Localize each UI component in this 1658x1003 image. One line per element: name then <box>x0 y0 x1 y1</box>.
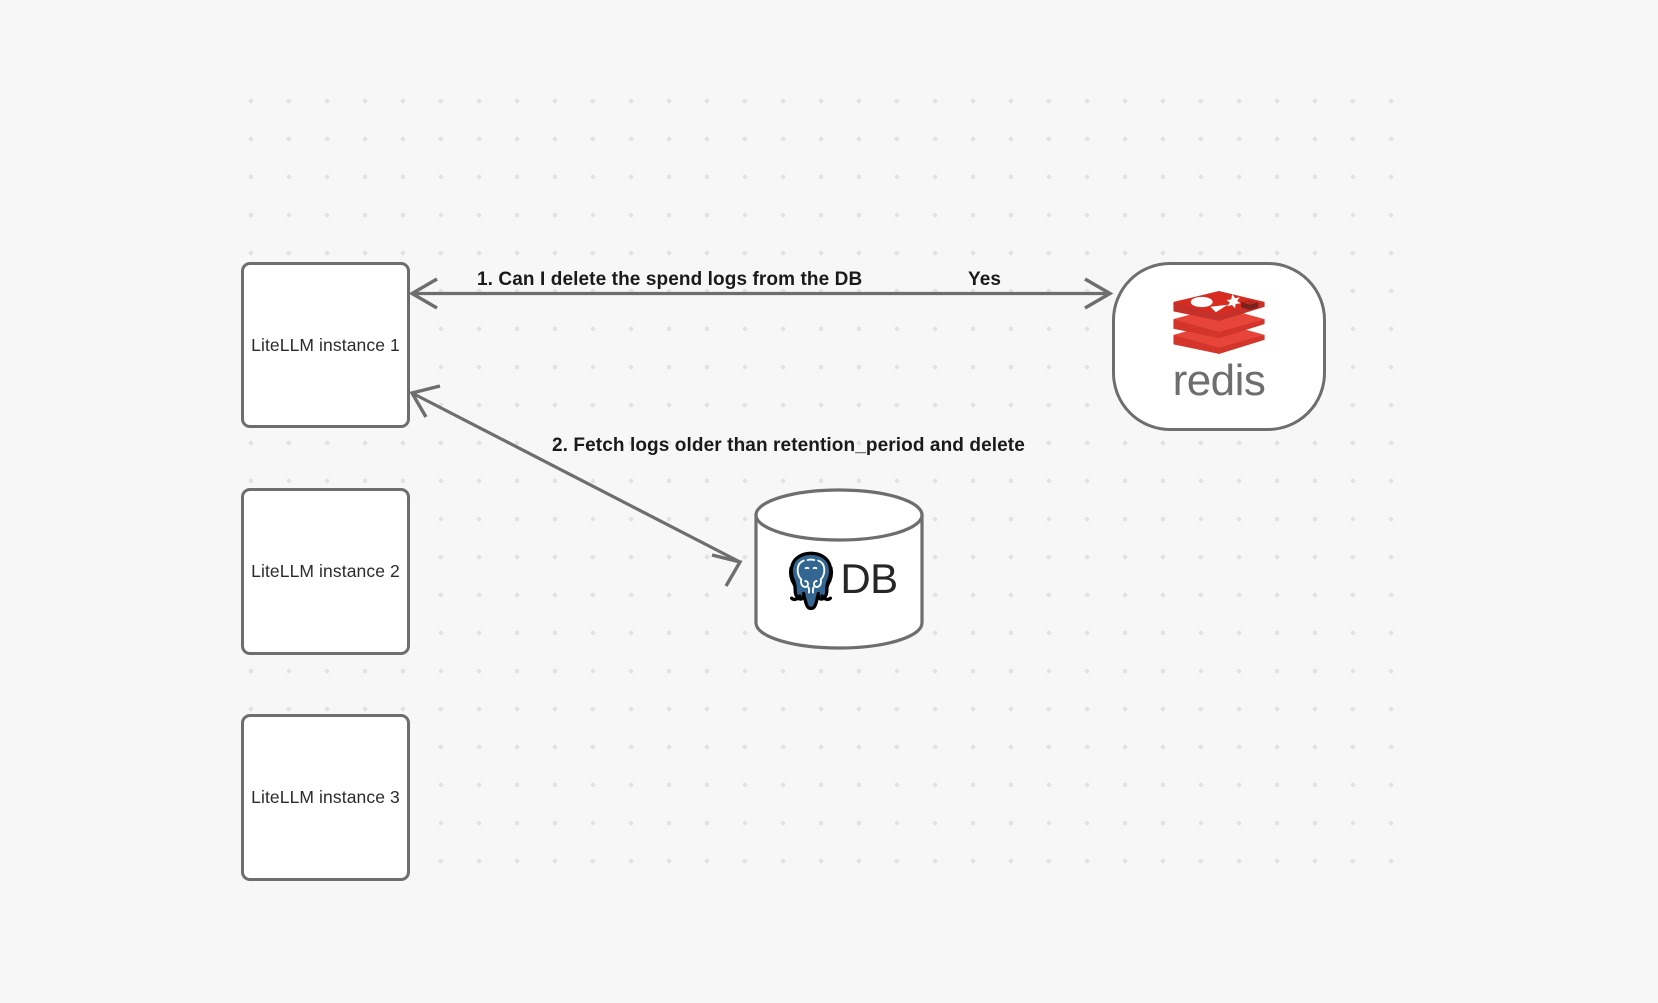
db-node-content: DB <box>753 544 925 614</box>
edge-label-step-2: 2. Fetch logs older than retention_perio… <box>552 435 1025 456</box>
cylinder-shape-icon <box>754 488 924 650</box>
node-litellm-instance-1[interactable]: LiteLLM instance 1 <box>241 262 410 428</box>
db-node-label: DB <box>840 555 898 602</box>
node-litellm-instance-3-label: LiteLLM instance 3 <box>251 787 400 807</box>
postgresql-elephant-icon <box>789 551 834 610</box>
edge-db-litellm1 <box>409 384 743 587</box>
node-redis[interactable]: redis <box>1112 262 1326 431</box>
node-litellm-instance-2[interactable]: LiteLLM instance 2 <box>241 488 410 655</box>
node-database-cylinder[interactable]: DB <box>753 488 925 650</box>
node-litellm-instance-3[interactable]: LiteLLM instance 3 <box>241 714 410 881</box>
edge-label-step-1-reply: Yes <box>968 269 1002 290</box>
redis-wordmark-label: redis <box>1172 355 1266 405</box>
redis-logo-icon <box>1173 290 1265 354</box>
edge-label-step-1: 1. Can I delete the spend logs from the … <box>477 269 863 290</box>
node-litellm-instance-1-label: LiteLLM instance 1 <box>251 334 400 355</box>
node-litellm-instance-2-label: LiteLLM instance 2 <box>251 561 400 581</box>
